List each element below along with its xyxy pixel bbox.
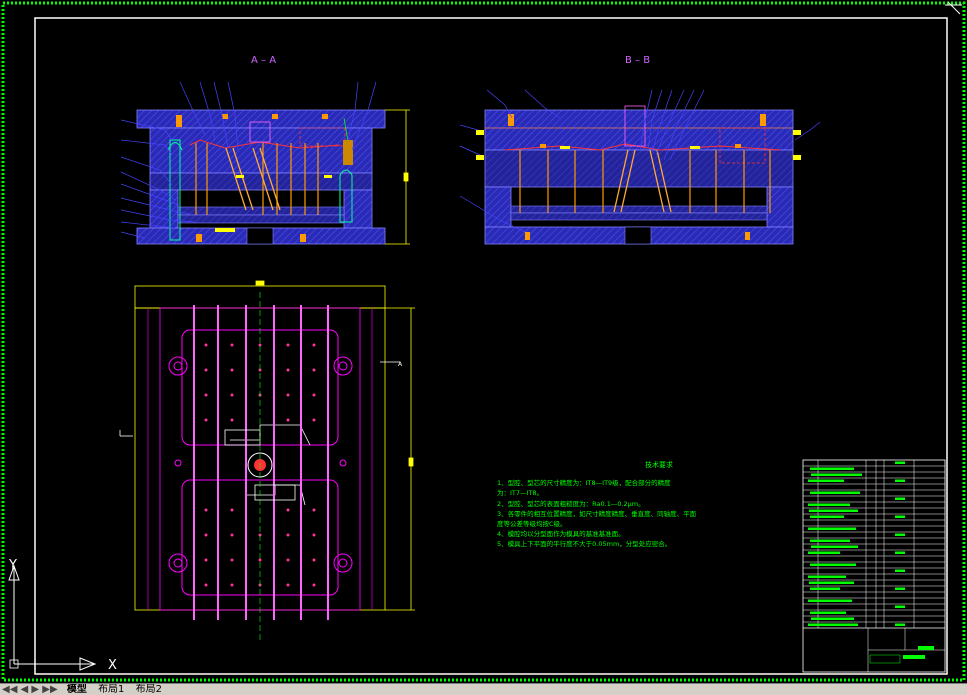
plan-view[interactable]: A <box>119 280 415 640</box>
tech-line-5: 度等公差等级均按C级。 <box>497 519 567 528</box>
tech-line-7: 5、模具上下平面的平行度不大于0.05mm，分型处应密合。 <box>497 539 671 548</box>
ucs-icon: Y X <box>8 558 117 673</box>
axis-y-label: Y <box>8 558 17 573</box>
tab-layout2[interactable]: 布局2 <box>135 684 162 695</box>
tab-layout1[interactable]: 布局1 <box>98 684 125 695</box>
tech-line-3: 2、型腔、型芯的表面粗糙度为：Ra0.1—0.2μm。 <box>497 499 645 508</box>
axis-x-label: X <box>108 658 117 673</box>
tab-nav-arrows[interactable]: ◀◀ ◀ ▶ ▶▶ <box>2 684 58 695</box>
layout-tab-bar: ◀◀ ◀ ▶ ▶▶ 模型 布局1 布局2 <box>0 683 967 695</box>
section-b-b-view[interactable]: B – B <box>459 55 821 245</box>
tech-line-4: 3、各零件的相互位置精度，如尺寸精度精度、垂直度、同轴度、平面 <box>497 509 697 518</box>
tech-line-6: 4、模腔均以分型面作为模具的基准基准面。 <box>497 529 625 538</box>
tech-title: 技术要求 <box>645 460 673 469</box>
tech-line-2: 为：IT7—IT8。 <box>497 488 543 497</box>
technical-requirements: 技术要求 1、型腔、型芯的尺寸精度为：IT8—IT9级，配合部分的精度 为：IT… <box>497 460 697 548</box>
tech-line-1: 1、型腔、型芯的尺寸精度为：IT8—IT9级，配合部分的精度 <box>497 478 671 487</box>
section-a-a-view[interactable]: A – A <box>120 55 410 245</box>
title-block[interactable] <box>802 459 946 673</box>
sheet-drawing-frame <box>34 17 948 675</box>
section-a-title: A – A <box>251 55 276 66</box>
tab-model[interactable]: 模型 <box>66 684 87 695</box>
section-b-title: B – B <box>625 55 650 66</box>
sheet-outer-border <box>1 1 966 682</box>
section-marker-a: A <box>398 361 403 368</box>
